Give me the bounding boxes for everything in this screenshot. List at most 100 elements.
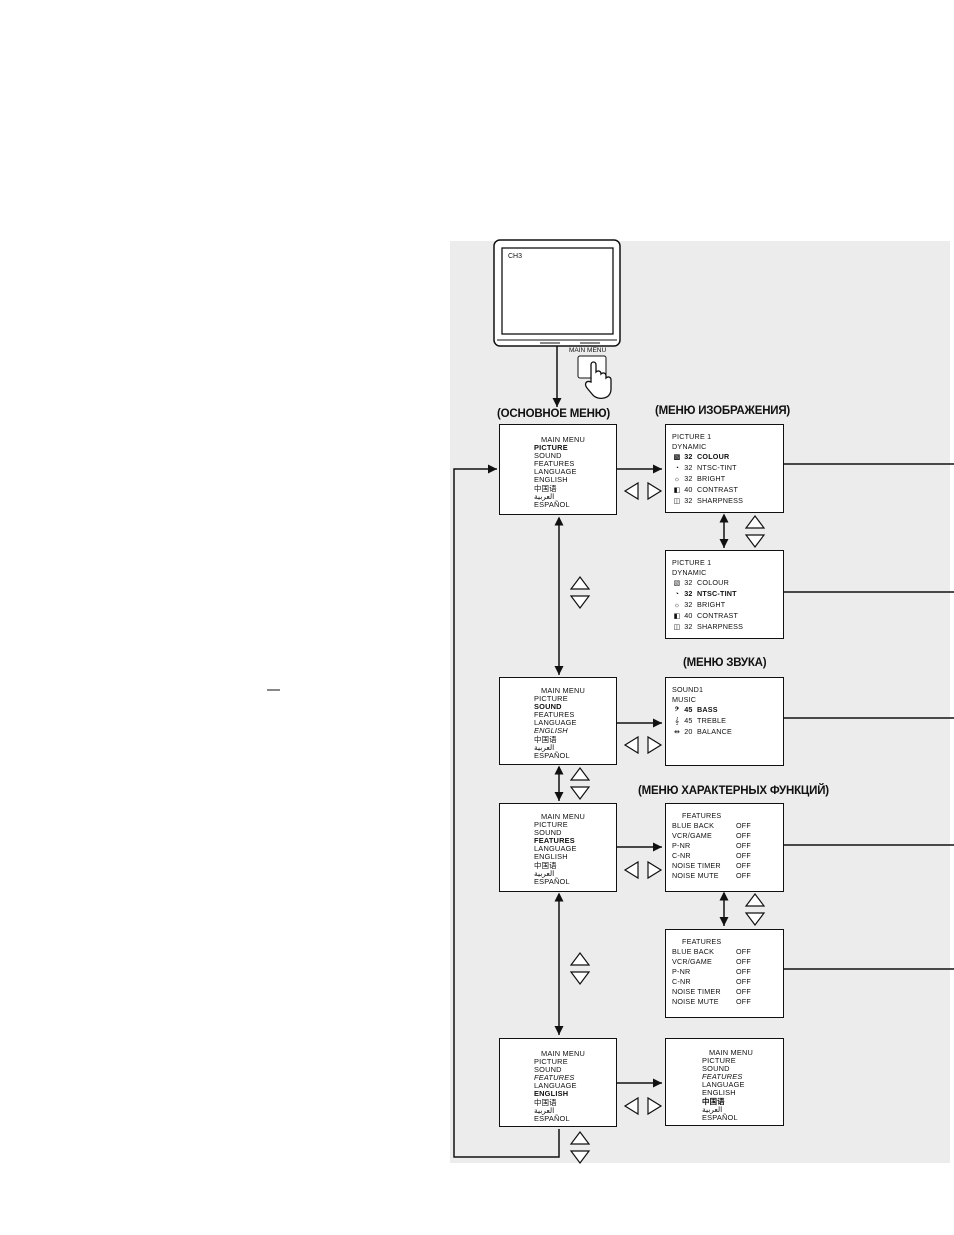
menu-item-picture[interactable]: PICTURE [702,1056,736,1066]
menu-item-chinese[interactable]: 中国语 [534,860,557,870]
tint-value: 32 [684,589,693,598]
menu-item-english[interactable]: ENGLISH [534,852,568,862]
menu-item-language[interactable]: LANGUAGE [702,1080,745,1090]
menu-item-chinese[interactable]: 中国语 [702,1096,725,1106]
feature-value: OFF [736,947,751,956]
feature-p-nr[interactable]: P-NR [672,841,691,850]
menu-item-spanish[interactable]: ESPAÑOL [534,499,570,509]
contrast-icon: ◧ [673,487,681,494]
menu-item-language[interactable]: LANGUAGE [534,844,577,854]
feature-noise-timer[interactable]: NOISE TIMER [672,987,721,996]
menu-item-spanish[interactable]: ESPAÑOL [534,750,570,760]
sound-menu-heading: (МЕНЮ ЗВУКА) [683,657,767,669]
menu-item-spanish[interactable]: ESPAÑOL [534,876,570,886]
balance-icon: ⇹ [673,729,681,736]
menu-item-picture[interactable]: PICTURE [534,443,568,453]
feature-value: OFF [736,851,751,860]
features-menu-title: FEATURES [682,937,722,946]
menu-item-sound[interactable]: SOUND [534,702,562,712]
colour-label[interactable]: COLOUR [697,578,729,587]
picture-menu-heading: (МЕНЮ ИЗОБРАЖЕНИЯ) [655,405,791,417]
feature-c-nr[interactable]: C-NR [672,851,691,860]
menu-item-picture[interactable]: PICTURE [534,1057,568,1067]
up-down-buttons-icon [569,576,591,609]
menu-item-arabic[interactable]: العربية [534,742,555,752]
menu-item-sound[interactable]: SOUND [534,828,562,838]
menu-item-features[interactable]: FEATURES [534,836,575,846]
sharpness-label[interactable]: SHARPNESS [697,496,744,505]
feature-vcr-game[interactable]: VCR/GAME [672,831,712,840]
contrast-icon: ◧ [673,613,681,620]
menu-item-english[interactable]: ENGLISH [534,726,568,736]
main-menu-title: MAIN MENU [541,812,586,821]
contrast-label[interactable]: CONTRAST [697,485,739,494]
menu-item-picture[interactable]: PICTURE [534,694,568,704]
feature-noise-mute[interactable]: NOISE MUTE [672,871,719,880]
menu-item-sound[interactable]: SOUND [534,1065,562,1075]
menu-item-features[interactable]: FEATURES [534,459,575,469]
menu-item-arabic[interactable]: العربية [534,491,555,501]
sharpness-label[interactable]: SHARPNESS [697,622,744,631]
bright-value: 32 [684,474,693,483]
menu-item-arabic[interactable]: العربية [702,1104,723,1114]
colour-icon: ▧ [673,454,681,461]
main-menu-heading: (ОСНОВНОЕ МЕНЮ) [497,408,610,420]
menu-item-spanish[interactable]: ESPAÑOL [534,1113,570,1123]
menu-item-features[interactable]: FEATURES [534,710,575,720]
bright-label[interactable]: BRIGHT [697,474,726,483]
feature-value: OFF [736,821,751,830]
colour-label[interactable]: COLOUR [697,452,730,461]
menu-item-english[interactable]: ENGLISH [702,1088,736,1098]
bright-label[interactable]: BRIGHT [697,600,726,609]
bright-icon: ☼ [673,602,681,609]
colour-value: 32 [684,452,693,461]
sound-menu-title: SOUND1 [672,685,704,694]
main-menu-panel-language: MAIN MENU PICTURE SOUND FEATURES LANGUAG… [499,1038,617,1127]
up-down-buttons-icon [744,515,766,548]
balance-label[interactable]: BALANCE [697,727,732,736]
main-menu-title: MAIN MENU [709,1048,754,1057]
tint-label[interactable]: NTSC-TINT [697,589,737,598]
bass-label[interactable]: BASS [697,705,718,714]
main-menu-button-label: MAIN MENU [569,347,607,354]
feature-c-nr[interactable]: C-NR [672,977,691,986]
feature-blue-back[interactable]: BLUE BACK [672,947,715,956]
menu-item-english[interactable]: ENGLISH [534,1089,569,1099]
menu-item-chinese[interactable]: 中国语 [534,734,557,744]
tint-label[interactable]: NTSC-TINT [697,463,737,472]
menu-item-arabic[interactable]: العربية [534,1105,555,1115]
menu-item-language[interactable]: LANGUAGE [534,718,577,728]
menu-item-language[interactable]: LANGUAGE [534,467,577,477]
up-down-buttons-icon [569,952,591,985]
menu-item-picture[interactable]: PICTURE [534,820,568,830]
feature-noise-timer[interactable]: NOISE TIMER [672,861,721,870]
menu-item-features[interactable]: FEATURES [534,1073,575,1083]
menu-item-english[interactable]: ENGLISH [534,475,568,485]
menu-item-arabic[interactable]: العربية [534,868,555,878]
menu-item-spanish[interactable]: ESPAÑOL [702,1112,738,1122]
menu-item-language[interactable]: LANGUAGE [534,1081,577,1091]
bass-icon: 𝄢 [674,707,680,714]
treble-label[interactable]: TREBLE [697,716,727,725]
sharpness-icon: ◫ [673,498,681,505]
menu-item-sound[interactable]: SOUND [702,1064,730,1074]
treble-value: 45 [684,716,693,725]
bass-value: 45 [684,705,693,714]
menu-item-sound[interactable]: SOUND [534,451,562,461]
feature-p-nr[interactable]: P-NR [672,967,691,976]
feature-vcr-game[interactable]: VCR/GAME [672,957,712,966]
contrast-label[interactable]: CONTRAST [697,611,739,620]
colour-icon: ▧ [673,580,681,587]
tint-value: 32 [684,463,693,472]
bright-value: 32 [684,600,693,609]
feature-blue-back[interactable]: BLUE BACK [672,821,715,830]
menu-item-features[interactable]: FEATURES [702,1072,743,1082]
feature-noise-mute[interactable]: NOISE MUTE [672,997,719,1006]
features-menu-heading: (МЕНЮ ХАРАКТЕРНЫХ ФУНКЦИЙ) [638,785,829,797]
menu-item-chinese[interactable]: 中国语 [534,483,557,493]
menu-item-chinese[interactable]: 中国语 [534,1097,557,1107]
picture-mode: DYNAMIC [672,442,707,451]
